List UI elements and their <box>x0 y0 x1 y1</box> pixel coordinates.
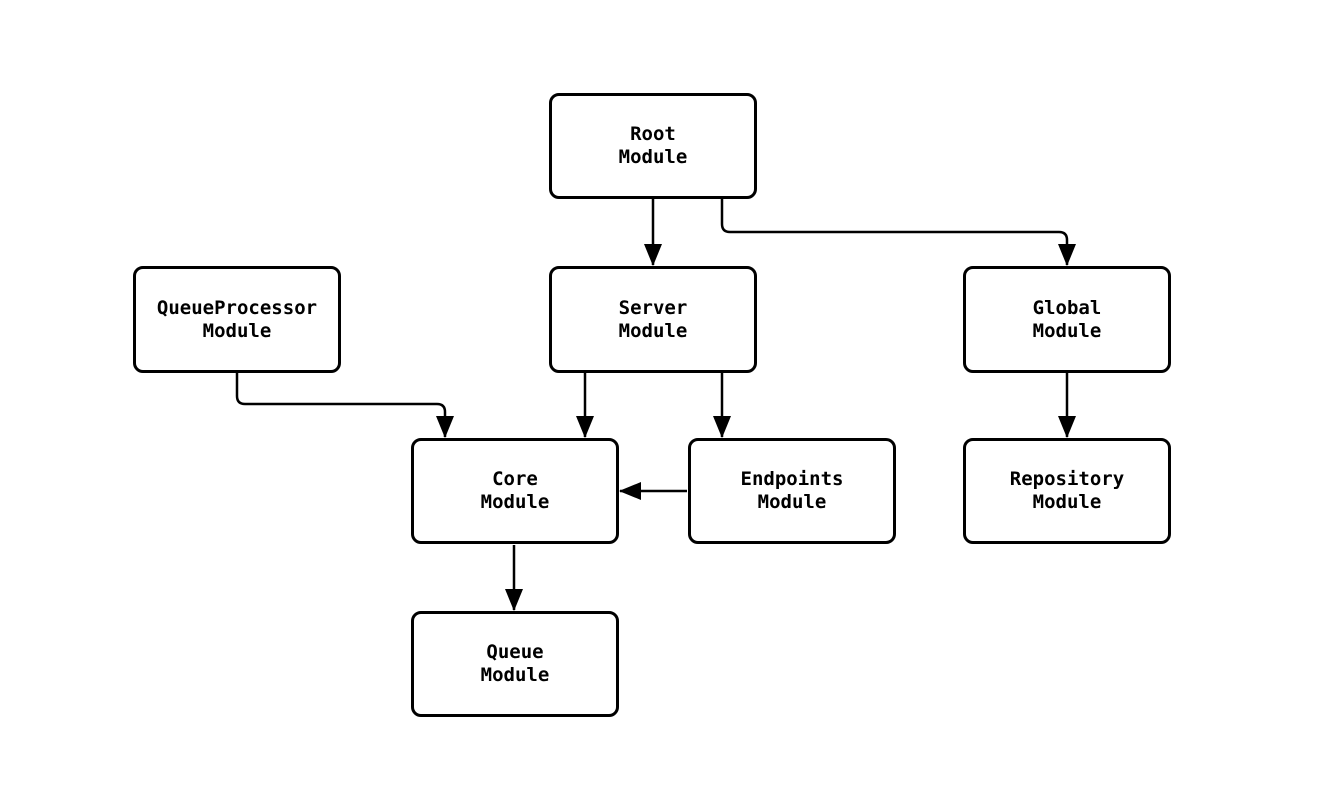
node-label-line: QueueProcessor <box>156 296 318 319</box>
node-label-line: Global <box>1032 296 1102 319</box>
node-label-line: Core <box>492 468 538 490</box>
node-label-line: Module <box>757 491 827 513</box>
node-label-line: Module <box>480 491 550 513</box>
node-label-line: Server <box>618 296 688 319</box>
node-label-line: Repository <box>1009 468 1125 490</box>
node-label-line: Module <box>202 319 272 342</box>
edge-queueprocessor-to-core <box>235 373 454 438</box>
node-label-line: Root <box>630 123 676 145</box>
node-label-line: Module <box>1032 491 1102 513</box>
node-label-line: Module <box>480 664 550 686</box>
node-label-line: Endpoints <box>740 468 844 490</box>
node-label-line: Module <box>618 319 688 342</box>
node-label-line: Queue <box>486 641 544 663</box>
node-label-line: Module <box>618 146 688 168</box>
edge-root-to-global <box>720 199 1076 266</box>
node-label-line: Module <box>1032 319 1102 342</box>
